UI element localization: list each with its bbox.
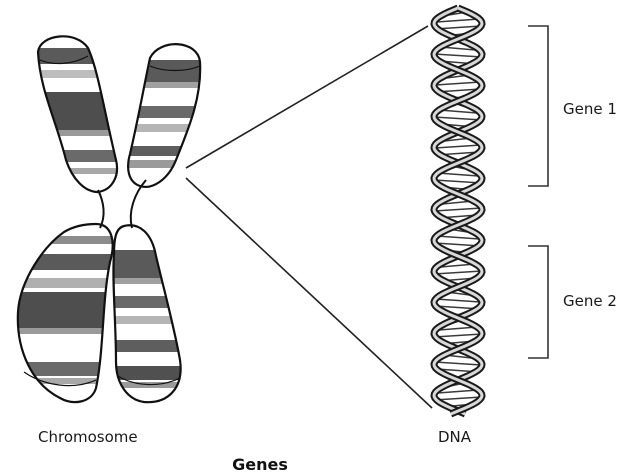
zoom-line-bottom: [186, 178, 432, 408]
base-pair: [434, 54, 482, 57]
chromatid-lower-right: [108, 225, 198, 402]
gene-1-bracket: [528, 26, 548, 186]
figure-caption: Genes: [0, 455, 520, 474]
zoom-lines: [186, 26, 432, 408]
base-pair: [435, 362, 481, 365]
gene-2-label: Gene 2: [563, 292, 617, 310]
base-pair: [434, 334, 482, 337]
base-pair: [436, 236, 479, 239]
base-pair: [435, 299, 480, 302]
base-pair: [436, 19, 479, 22]
chromosome-label: Chromosome: [38, 428, 138, 446]
dna-double-helix: [434, 8, 482, 414]
gene-1-label: Gene 1: [563, 100, 617, 118]
gene-2-bracket: [528, 246, 548, 358]
base-pair: [434, 208, 481, 211]
chromatid-upper-left: [20, 36, 130, 192]
centromere: [98, 170, 146, 230]
chromatid-upper-right: [120, 44, 220, 187]
base-pair: [438, 390, 479, 393]
base-pair: [434, 117, 482, 120]
base-pair: [438, 173, 479, 176]
dna-label: DNA: [438, 428, 471, 446]
chromatid-lower-left: [10, 224, 130, 402]
base-pair: [435, 145, 481, 148]
chromosome: [10, 36, 220, 402]
zoom-line-top: [186, 26, 428, 168]
base-pair: [435, 82, 480, 85]
base-pair: [434, 271, 482, 274]
